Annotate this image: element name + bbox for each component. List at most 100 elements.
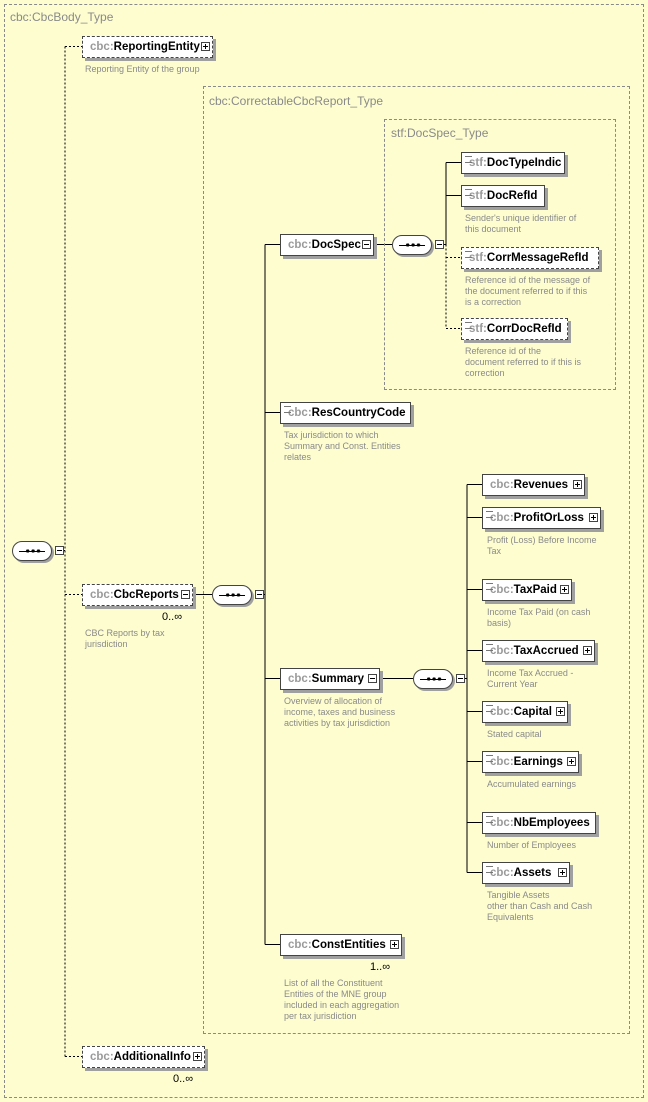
summary-element[interactable]: cbc:Summary: [280, 668, 380, 690]
capital-description: Stated capital: [487, 729, 542, 739]
nb-employees-element[interactable]: cbc:NbEmployees: [482, 812, 596, 834]
attributes-icon: [486, 705, 493, 712]
correctable-type-box: [203, 86, 630, 1034]
profit-or-loss-element[interactable]: cbc:ProfitOrLoss: [482, 507, 601, 529]
summary-description: Overview of allocation of income, taxes …: [284, 696, 396, 728]
summary-sequence-compositor[interactable]: [413, 669, 465, 689]
root-type-label: cbc:CbcBody_Type: [10, 10, 114, 24]
attributes-icon: [486, 644, 493, 651]
element-name: CbcReports: [113, 589, 179, 601]
collapse-icon[interactable]: [435, 240, 444, 249]
collapse-icon[interactable]: [362, 240, 371, 249]
docspec-sequence-compositor[interactable]: [392, 235, 444, 255]
attributes-icon: [486, 816, 493, 823]
res-country-code-description: Tax jurisdiction to which Summary and Co…: [284, 430, 401, 462]
attributes-icon: [486, 511, 493, 518]
element-name: Revenues: [513, 479, 568, 491]
sequence-shape: [413, 669, 453, 689]
expand-icon[interactable]: [567, 757, 576, 766]
collapse-icon[interactable]: [55, 546, 64, 555]
attributes-icon: [486, 583, 493, 590]
attributes-icon: [486, 866, 493, 873]
element-name: ProfitOrLoss: [513, 512, 584, 524]
corr-message-ref-id-description: Reference id of the message of the docum…: [465, 275, 591, 307]
element-name: DocSpec: [311, 239, 361, 251]
doc-type-indic-element[interactable]: stf:DocTypeIndic: [461, 152, 565, 174]
cbc-reports-sequence-compositor[interactable]: [212, 585, 264, 605]
element-name: Assets: [513, 867, 552, 879]
element-name: Earnings: [513, 756, 563, 768]
collapse-icon[interactable]: [181, 590, 190, 599]
tax-paid-description: Income Tax Paid (on cash basis): [487, 607, 591, 628]
corr-doc-ref-id-element[interactable]: stf:CorrDocRefId: [461, 318, 568, 340]
sequence-dots-icon: [405, 243, 421, 247]
attributes-icon: [465, 189, 472, 196]
expand-icon[interactable]: [193, 1052, 202, 1061]
element-name: CorrDocRefId: [486, 323, 562, 335]
docspec-type-box: [384, 119, 616, 390]
capital-element[interactable]: cbc:Capital: [482, 701, 568, 723]
const-entities-cardinality: 1..∞: [370, 961, 391, 973]
element-name: ResCountryCode: [311, 407, 406, 419]
tax-paid-element[interactable]: cbc:TaxPaid: [482, 579, 572, 601]
sequence-shape: [12, 541, 52, 561]
root-sequence-compositor[interactable]: [12, 541, 64, 561]
element-name: DocRefId: [486, 190, 538, 202]
expand-icon[interactable]: [556, 707, 565, 716]
element-name: TaxAccrued: [513, 645, 579, 657]
collapse-icon[interactable]: [456, 674, 465, 683]
earnings-description: Accumulated earnings: [487, 779, 577, 789]
reporting-entity-element[interactable]: cbc:ReportingEntity: [82, 36, 213, 58]
element-name: ReportingEntity: [113, 41, 200, 53]
sequence-shape: [212, 585, 252, 605]
element-name: DocTypeIndic: [486, 157, 562, 169]
collapse-icon[interactable]: [255, 590, 264, 599]
tax-accrued-element[interactable]: cbc:TaxAccrued: [482, 640, 595, 662]
reporting-entity-description: Reporting Entity of the group: [85, 64, 200, 74]
earnings-element[interactable]: cbc:Earnings: [482, 751, 579, 773]
collapse-icon[interactable]: [368, 674, 377, 683]
cbc-reports-element[interactable]: cbc:CbcReports: [82, 584, 193, 606]
expand-icon[interactable]: [558, 868, 567, 877]
element-name: CorrMessageRefId: [486, 252, 589, 264]
sequence-shape: [392, 235, 432, 255]
nb-employees-description: Number of Employees: [487, 840, 577, 850]
element-name: TaxPaid: [513, 584, 557, 596]
res-country-code-element[interactable]: cbc:ResCountryCode: [280, 402, 411, 424]
expand-icon[interactable]: [390, 940, 399, 949]
element-name: Capital: [513, 706, 552, 718]
expand-icon[interactable]: [583, 646, 592, 655]
doc-spec-element[interactable]: cbc:DocSpec: [280, 234, 374, 256]
attributes-icon: [465, 322, 472, 329]
expand-icon[interactable]: [201, 42, 210, 51]
profit-or-loss-description: Profit (Loss) Before Income Tax: [487, 535, 597, 556]
element-name: ConstEntities: [311, 939, 386, 951]
revenues-element[interactable]: cbc:Revenues: [482, 474, 585, 496]
sequence-dots-icon: [25, 549, 41, 553]
doc-ref-id-description: Sender's unique identifier of this docum…: [465, 213, 577, 234]
expand-icon[interactable]: [589, 513, 598, 522]
assets-description: Tangible Assets other than Cash and Cash…: [487, 890, 593, 922]
additional-info-cardinality: 0..∞: [173, 1073, 194, 1085]
expand-icon[interactable]: [560, 585, 569, 594]
tax-accrued-description: Income Tax Accrued - Current Year: [487, 668, 574, 689]
element-name: Summary: [311, 673, 365, 685]
const-entities-element[interactable]: cbc:ConstEntities: [280, 934, 402, 956]
doc-ref-id-element[interactable]: stf:DocRefId: [461, 185, 545, 207]
expand-icon[interactable]: [573, 480, 582, 489]
attributes-icon: [486, 755, 493, 762]
attributes-icon: [284, 406, 291, 413]
corr-message-ref-id-element[interactable]: stf:CorrMessageRefId: [461, 247, 599, 269]
attributes-icon: [465, 156, 472, 163]
element-name: AdditionalInfo: [113, 1051, 191, 1063]
docspec-type-label: stf:DocSpec_Type: [391, 126, 489, 140]
corr-doc-ref-id-description: Reference id of the document referred to…: [465, 346, 582, 378]
const-entities-description: List of all the Constituent Entities of …: [284, 978, 400, 1021]
element-name: NbEmployees: [513, 817, 590, 829]
cbc-reports-cardinality: 0..∞: [162, 611, 183, 623]
correctable-type-label: cbc:CorrectableCbcReport_Type: [209, 94, 384, 108]
assets-element[interactable]: cbc:Assets: [482, 862, 570, 884]
additional-info-element[interactable]: cbc:AdditionalInfo: [82, 1046, 205, 1068]
